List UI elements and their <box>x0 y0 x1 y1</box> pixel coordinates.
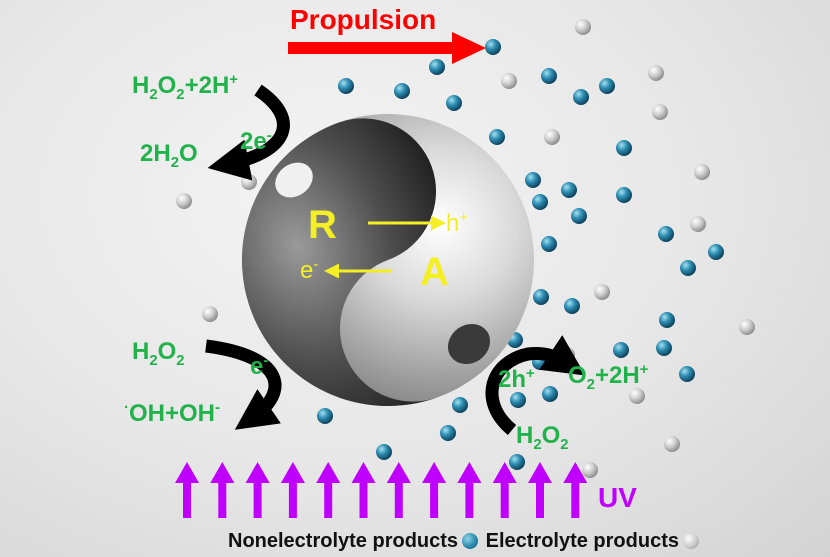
legend-electrolyte-label: Electrolyte products <box>485 530 679 552</box>
reaction-bottom-right-reactant: H2O2 <box>516 422 569 453</box>
electrolyte-product-particle <box>544 129 560 145</box>
electrolyte-product-particle <box>694 164 710 180</box>
hole-label: h+ <box>446 210 469 237</box>
uv-light-arrows <box>175 462 588 518</box>
nonelectrolyte-product-particle <box>680 260 696 276</box>
nonelectrolyte-product-particle <box>489 129 505 145</box>
propulsion-label: Propulsion <box>290 4 437 35</box>
uv-arrow <box>386 462 411 518</box>
nonelectrolyte-product-particle <box>509 454 525 470</box>
nonelectrolyte-product-particle <box>429 59 445 75</box>
propulsion-arrow <box>288 32 486 64</box>
reaction-top-left-reactant: H2O2+2H+ <box>132 72 238 103</box>
nonelectrolyte-product-particle <box>532 194 548 210</box>
nonelectrolyte-product-particle <box>679 366 695 382</box>
oxidation-arrow <box>485 335 586 436</box>
product-particles <box>176 19 755 478</box>
janus-sphere <box>242 114 534 406</box>
nonelectrolyte-product-particle <box>440 425 456 441</box>
legend-nonelectrolyte-label: Nonelectrolyte products <box>228 530 459 552</box>
nonelectrolyte-product-particle <box>599 78 615 94</box>
reaction-top-left-electrons: 2e- <box>240 128 272 155</box>
nonelectrolyte-product-particle <box>616 140 632 156</box>
nonelectrolyte-product-particle <box>510 392 526 408</box>
oxidation-site-label: A <box>420 250 449 294</box>
reaction-bottom-right-holes: 2h+ <box>498 366 535 393</box>
reaction-bottom-right-product: O2+2H+ <box>568 362 649 393</box>
uv-arrow <box>316 462 341 518</box>
electrolyte-swatch <box>683 533 699 549</box>
electrolyte-product-particle <box>648 65 664 81</box>
electrolyte-product-particle <box>575 19 591 35</box>
electrolyte-product-particle <box>202 306 218 322</box>
nonelectrolyte-product-particle <box>708 244 724 260</box>
nonelectrolyte-product-particle <box>541 236 557 252</box>
nonelectrolyte-product-particle <box>452 397 468 413</box>
nonelectrolyte-product-particle <box>573 89 589 105</box>
nonelectrolyte-product-particle <box>659 312 675 328</box>
uv-arrow <box>457 462 482 518</box>
uv-arrow <box>563 462 588 518</box>
uv-arrow <box>245 462 270 518</box>
electrolyte-product-particle <box>176 193 192 209</box>
nonelectrolyte-product-particle <box>656 340 672 356</box>
legend: Nonelectrolyte products Electrolyte prod… <box>228 530 701 553</box>
electrolyte-product-particle <box>582 462 598 478</box>
nonelectrolyte-product-particle <box>533 289 549 305</box>
nonelectrolyte-product-particle <box>658 226 674 242</box>
reaction-bottom-left-product: ·OH+OH- <box>124 400 220 427</box>
nonelectrolyte-product-particle <box>571 208 587 224</box>
nonelectrolyte-product-particle <box>485 39 501 55</box>
nonelectrolyte-product-particle <box>446 95 462 111</box>
electrolyte-product-particle <box>241 174 257 190</box>
reduction-arrow-top <box>207 84 290 181</box>
electrolyte-product-particle <box>652 104 668 120</box>
reduction-arrow-bottom <box>205 339 282 430</box>
uv-arrow <box>351 462 376 518</box>
electrolyte-product-particle <box>739 319 755 335</box>
nonelectrolyte-product-particle <box>376 444 392 460</box>
nonelectrolyte-product-particle <box>394 83 410 99</box>
uv-arrow <box>280 462 305 518</box>
nonelectrolyte-product-particle <box>561 182 577 198</box>
nonelectrolyte-product-particle <box>541 68 557 84</box>
nonelectrolyte-product-particle <box>525 172 541 188</box>
uv-arrow <box>492 462 517 518</box>
electrolyte-product-particle <box>594 284 610 300</box>
electrolyte-product-particle <box>629 388 645 404</box>
uv-arrow <box>175 462 199 518</box>
reaction-top-left-product: 2H2O <box>140 140 198 171</box>
uv-arrow <box>210 462 235 518</box>
reaction-bottom-left-electron: e- <box>250 353 269 380</box>
electron-label: e- <box>300 257 319 284</box>
nonelectrolyte-product-particle <box>542 386 558 402</box>
reaction-bottom-left-reactant: H2O2 <box>132 338 185 369</box>
nonelectrolyte-product-particle <box>317 408 333 424</box>
uv-arrow <box>422 462 447 518</box>
reduction-site-label: R <box>308 203 337 247</box>
nonelectrolyte-product-particle <box>616 187 632 203</box>
electrolyte-product-particle <box>664 436 680 452</box>
nonelectrolyte-product-particle <box>613 342 629 358</box>
nonelectrolyte-product-particle <box>564 298 580 314</box>
electrolyte-product-particle <box>501 73 517 89</box>
electrolyte-product-particle <box>690 216 706 232</box>
uv-arrow <box>528 462 552 518</box>
uv-label: UV <box>598 482 637 513</box>
nonelectrolyte-product-particle <box>338 78 354 94</box>
nonelectrolyte-swatch <box>462 533 479 549</box>
